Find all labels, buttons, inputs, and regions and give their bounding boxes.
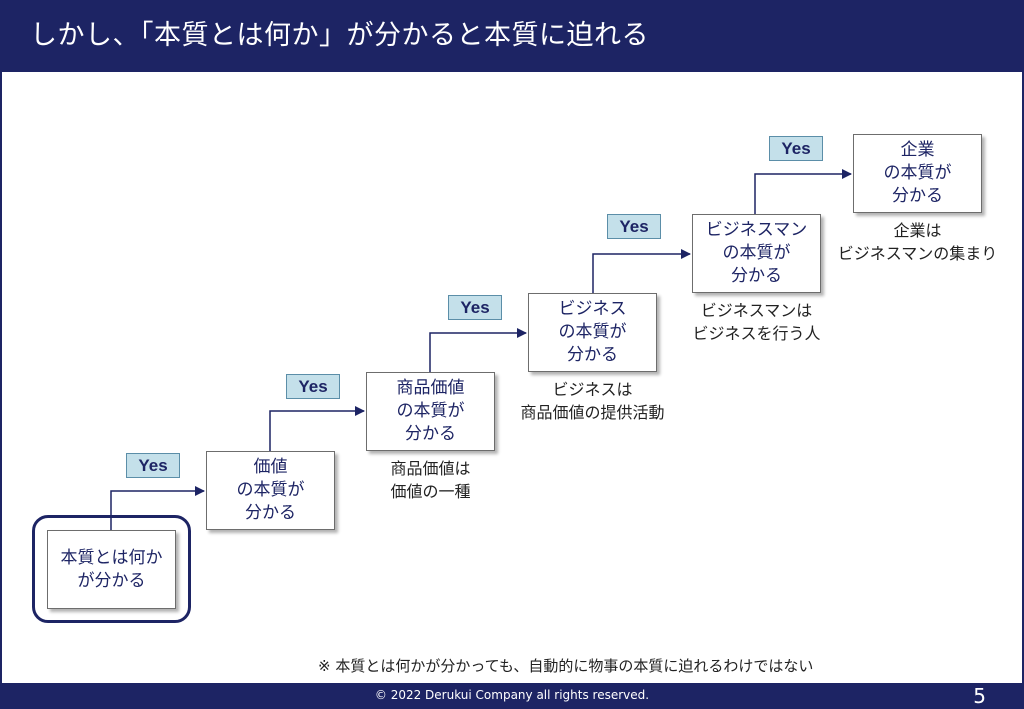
step-1-line-2: が分かる	[77, 570, 146, 591]
yes-label-5: Yes	[769, 136, 823, 161]
step-box-3: 商品価値 の本質が 分かる	[366, 372, 495, 451]
step-box-2: 価値 の本質が 分かる	[206, 451, 335, 530]
note-4-line-2: 商品価値の提供活動	[520, 403, 665, 422]
step-5-line-3: 分かる	[731, 266, 782, 286]
step-3-line-1: 商品価値	[396, 378, 465, 398]
step-2-line-1: 価値	[253, 457, 288, 477]
note-3-line-2: 価値の一種	[390, 482, 471, 501]
note-step-4: ビジネスは 商品価値の提供活動	[497, 378, 688, 424]
note-5-line-1: ビジネスマンは	[700, 301, 813, 320]
yes-label-3: Yes	[448, 295, 502, 320]
slide-title: しかし、「本質とは何か」が分かると本質に迫れる	[30, 20, 649, 51]
step-3-line-3: 分かる	[405, 424, 456, 444]
start-highlight-outline	[32, 515, 191, 623]
step-6-line-1: 企業	[900, 140, 935, 160]
note-step-5: ビジネスマンは ビジネスを行う人	[677, 299, 836, 345]
step-box-5: ビジネスマン の本質が 分かる	[692, 214, 821, 293]
page-number: 5	[973, 684, 986, 708]
step-box-1: 本質とは何か が分かる	[47, 530, 176, 609]
yes-label-1: Yes	[126, 453, 180, 478]
step-6-line-2: の本質が	[883, 163, 952, 183]
step-5-line-1: ビジネスマン	[705, 220, 808, 240]
step-box-4: ビジネス の本質が 分かる	[528, 293, 657, 372]
note-step-6: 企業は ビジネスマンの集まり	[831, 219, 1004, 265]
yes-label-4: Yes	[607, 214, 661, 239]
note-6-line-2: ビジネスマンの集まり	[837, 244, 998, 263]
slide-footer: © 2022 Derukui Company all rights reserv…	[0, 683, 1024, 709]
step-4-line-2: の本質が	[558, 322, 627, 342]
note-5-line-2: ビジネスを行う人	[692, 324, 821, 343]
step-3-line-2: の本質が	[396, 401, 465, 421]
note-4-line-1: ビジネスは	[552, 380, 633, 399]
yes-label-2: Yes	[286, 374, 340, 399]
step-5-line-2: の本質が	[722, 243, 791, 263]
note-6-line-1: 企業は	[893, 221, 942, 240]
step-4-line-3: 分かる	[567, 345, 618, 365]
copyright-text: © 2022 Derukui Company all rights reserv…	[374, 688, 650, 702]
step-1-line-1: 本質とは何か	[60, 547, 163, 568]
step-6-line-3: 分かる	[892, 186, 943, 206]
step-2-line-2: の本質が	[236, 480, 305, 500]
slide-header: しかし、「本質とは何か」が分かると本質に迫れる	[0, 0, 1024, 72]
note-3-line-1: 商品価値は	[390, 459, 471, 478]
step-box-6: 企業 の本質が 分かる	[853, 134, 982, 213]
footnote: ※ 本質とは何かが分かっても、自動的に物事の本質に迫れるわけではない	[318, 657, 814, 675]
step-2-line-3: 分かる	[245, 503, 296, 523]
note-step-3: 商品価値は 価値の一種	[366, 457, 495, 503]
step-4-line-1: ビジネス	[558, 299, 627, 319]
